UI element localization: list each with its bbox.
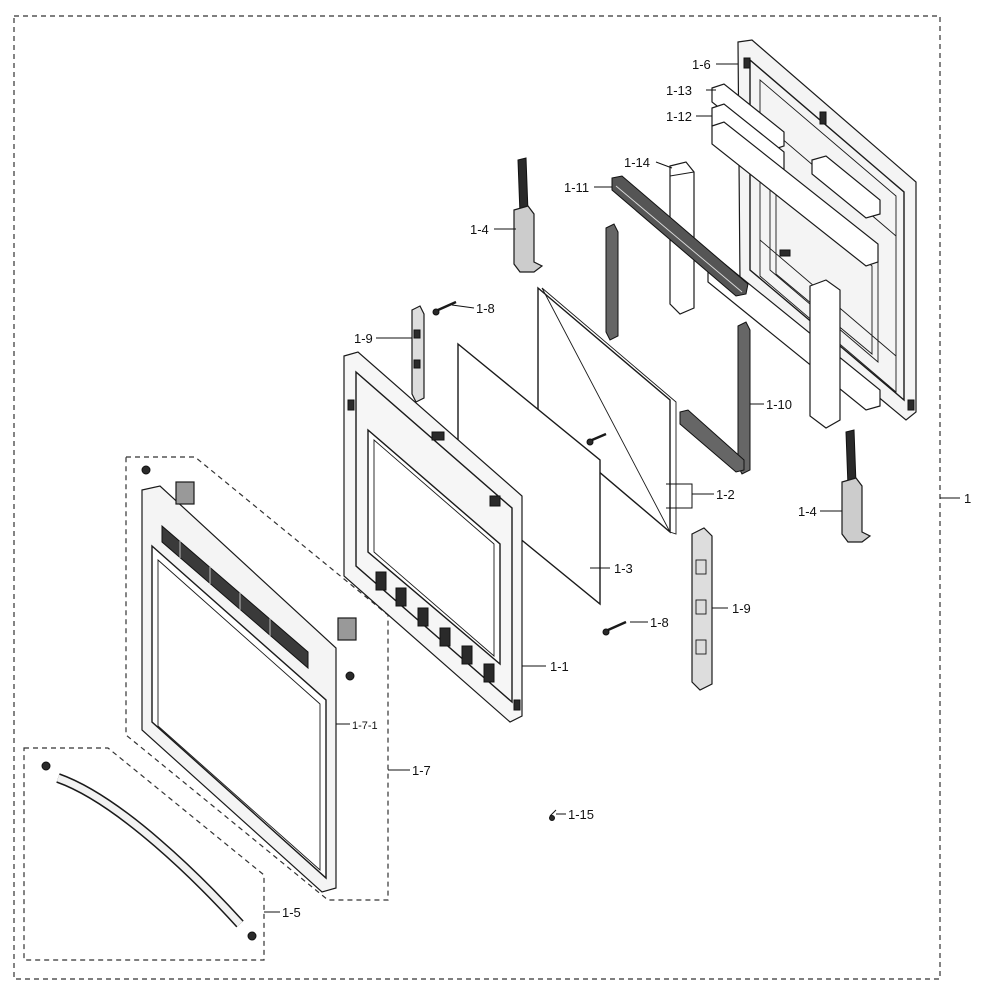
hinge-upper — [513, 157, 544, 273]
callout-1-3: 1-3 — [614, 561, 633, 576]
callout-1-9-right: 1-9 — [732, 601, 751, 616]
screw-lower — [602, 620, 627, 636]
callout-1-11: 1-11 — [564, 180, 589, 195]
front-panel-group-boundary — [125, 456, 389, 901]
callout-1-2: 1-2 — [716, 487, 735, 502]
hinge-bracket-left — [411, 305, 425, 403]
callout-1-7-1: 1-7-1 — [352, 720, 378, 732]
callout-1-8-upper: 1-8 — [476, 301, 495, 316]
outer-door-panel — [141, 465, 357, 893]
callout-1-13: 1-13 — [666, 83, 692, 98]
callout-1-5: 1-5 — [282, 905, 301, 920]
callout-1-10: 1-10 — [766, 397, 792, 412]
hinge-bracket-right — [691, 527, 713, 691]
insulation-blocks — [707, 83, 881, 429]
inner-door-panel — [343, 351, 523, 723]
callout-labels: 1 1-6 1-13 1-12 1-14 1-11 1-4 1-8 1-9 1-… — [282, 57, 971, 920]
leader-lines — [264, 63, 960, 913]
side-channels — [605, 223, 751, 475]
callout-1-4-lower: 1-4 — [798, 504, 817, 519]
glass-pane-outer-edge — [541, 287, 677, 535]
door-handle — [41, 761, 257, 941]
callout-1: 1 — [964, 491, 971, 506]
callout-1-1: 1-1 — [550, 659, 569, 674]
hinge-lower — [841, 429, 872, 543]
callout-1-7: 1-7 — [412, 763, 431, 778]
screw-middle — [586, 432, 607, 446]
top-channel — [611, 175, 749, 297]
screw-upper — [432, 300, 457, 316]
callout-1-15: 1-15 — [568, 807, 594, 822]
callout-1-6: 1-6 — [692, 57, 711, 72]
callout-1-4-upper: 1-4 — [470, 222, 489, 237]
callout-1-8-lower: 1-8 — [650, 615, 669, 630]
callout-1-9-left: 1-9 — [354, 331, 373, 346]
handle-group-boundary — [23, 747, 265, 961]
small-screw — [549, 809, 557, 821]
callout-1-12: 1-12 — [666, 109, 692, 124]
callout-1-14: 1-14 — [624, 155, 650, 170]
